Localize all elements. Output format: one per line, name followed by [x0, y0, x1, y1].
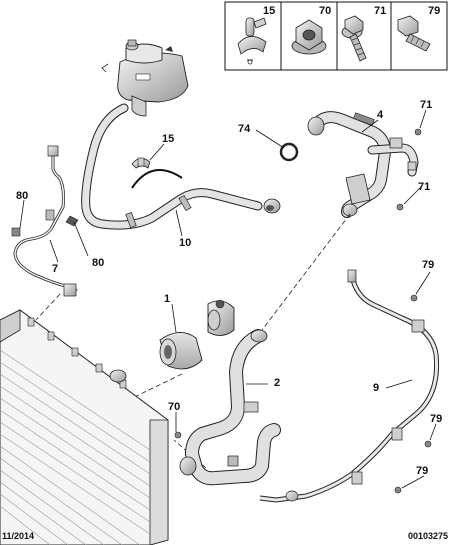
legend-ref-15: 15	[263, 5, 275, 17]
bolt-79-a	[410, 294, 418, 302]
legend-ref-79: 79	[428, 5, 440, 17]
legend-box: 15 70 71	[224, 1, 448, 71]
callout-79-a: 79	[422, 259, 434, 271]
legend-item-70: 70	[291, 5, 331, 55]
footer-date: 11/2014	[2, 531, 35, 541]
radiator	[0, 309, 169, 545]
bolt-79-c	[394, 486, 402, 494]
expansion-tank	[101, 39, 189, 117]
callout-2: 2	[274, 377, 280, 389]
callouts: 1 2 4 7 9 10 15 70 71 71 74 79 79 79 80 …	[16, 99, 442, 477]
callout-10: 10	[179, 237, 191, 249]
callout-1: 1	[164, 293, 170, 305]
callout-4: 4	[377, 109, 384, 121]
flange-screw-icon	[341, 15, 367, 62]
legend-ref-70: 70	[319, 5, 331, 17]
callout-74: 74	[238, 123, 251, 135]
callout-71-top: 71	[420, 99, 432, 111]
legend-item-79: 79	[397, 5, 440, 52]
callout-80-b: 80	[92, 257, 104, 269]
callout-79-c: 79	[416, 465, 428, 477]
lower-hose-2	[174, 329, 281, 486]
footer-reference: 00103275	[407, 531, 448, 541]
top-hose-10	[81, 103, 281, 230]
callout-9: 9	[373, 382, 379, 394]
bolt-79-b	[424, 440, 432, 448]
hose-bracket	[131, 169, 183, 189]
screw-71-top	[414, 128, 422, 136]
hose-4	[307, 111, 419, 218]
hose-clip-icon	[237, 17, 267, 65]
legend-item-15: 15	[237, 5, 275, 65]
hose-9	[259, 269, 440, 503]
callout-80-a: 80	[16, 190, 28, 202]
flange-nut-icon	[291, 19, 327, 55]
assembly-dash-lines	[35, 213, 351, 469]
leader-lines	[19, 109, 437, 489]
o-ring-74	[279, 142, 299, 162]
legend-item-71: 71	[341, 5, 386, 62]
callout-7: 7	[52, 263, 58, 275]
legend-ref-71: 71	[374, 5, 386, 17]
hose-clip-15	[131, 157, 151, 169]
sensor-wire-7	[11, 145, 79, 297]
callout-15: 15	[162, 133, 174, 145]
callout-79-b: 79	[430, 413, 442, 425]
callout-71-mid: 71	[418, 181, 430, 193]
hex-bolt-icon	[397, 15, 431, 52]
thermostat-1	[159, 299, 235, 370]
screw-71-mid	[396, 203, 404, 211]
callout-70: 70	[168, 401, 180, 413]
